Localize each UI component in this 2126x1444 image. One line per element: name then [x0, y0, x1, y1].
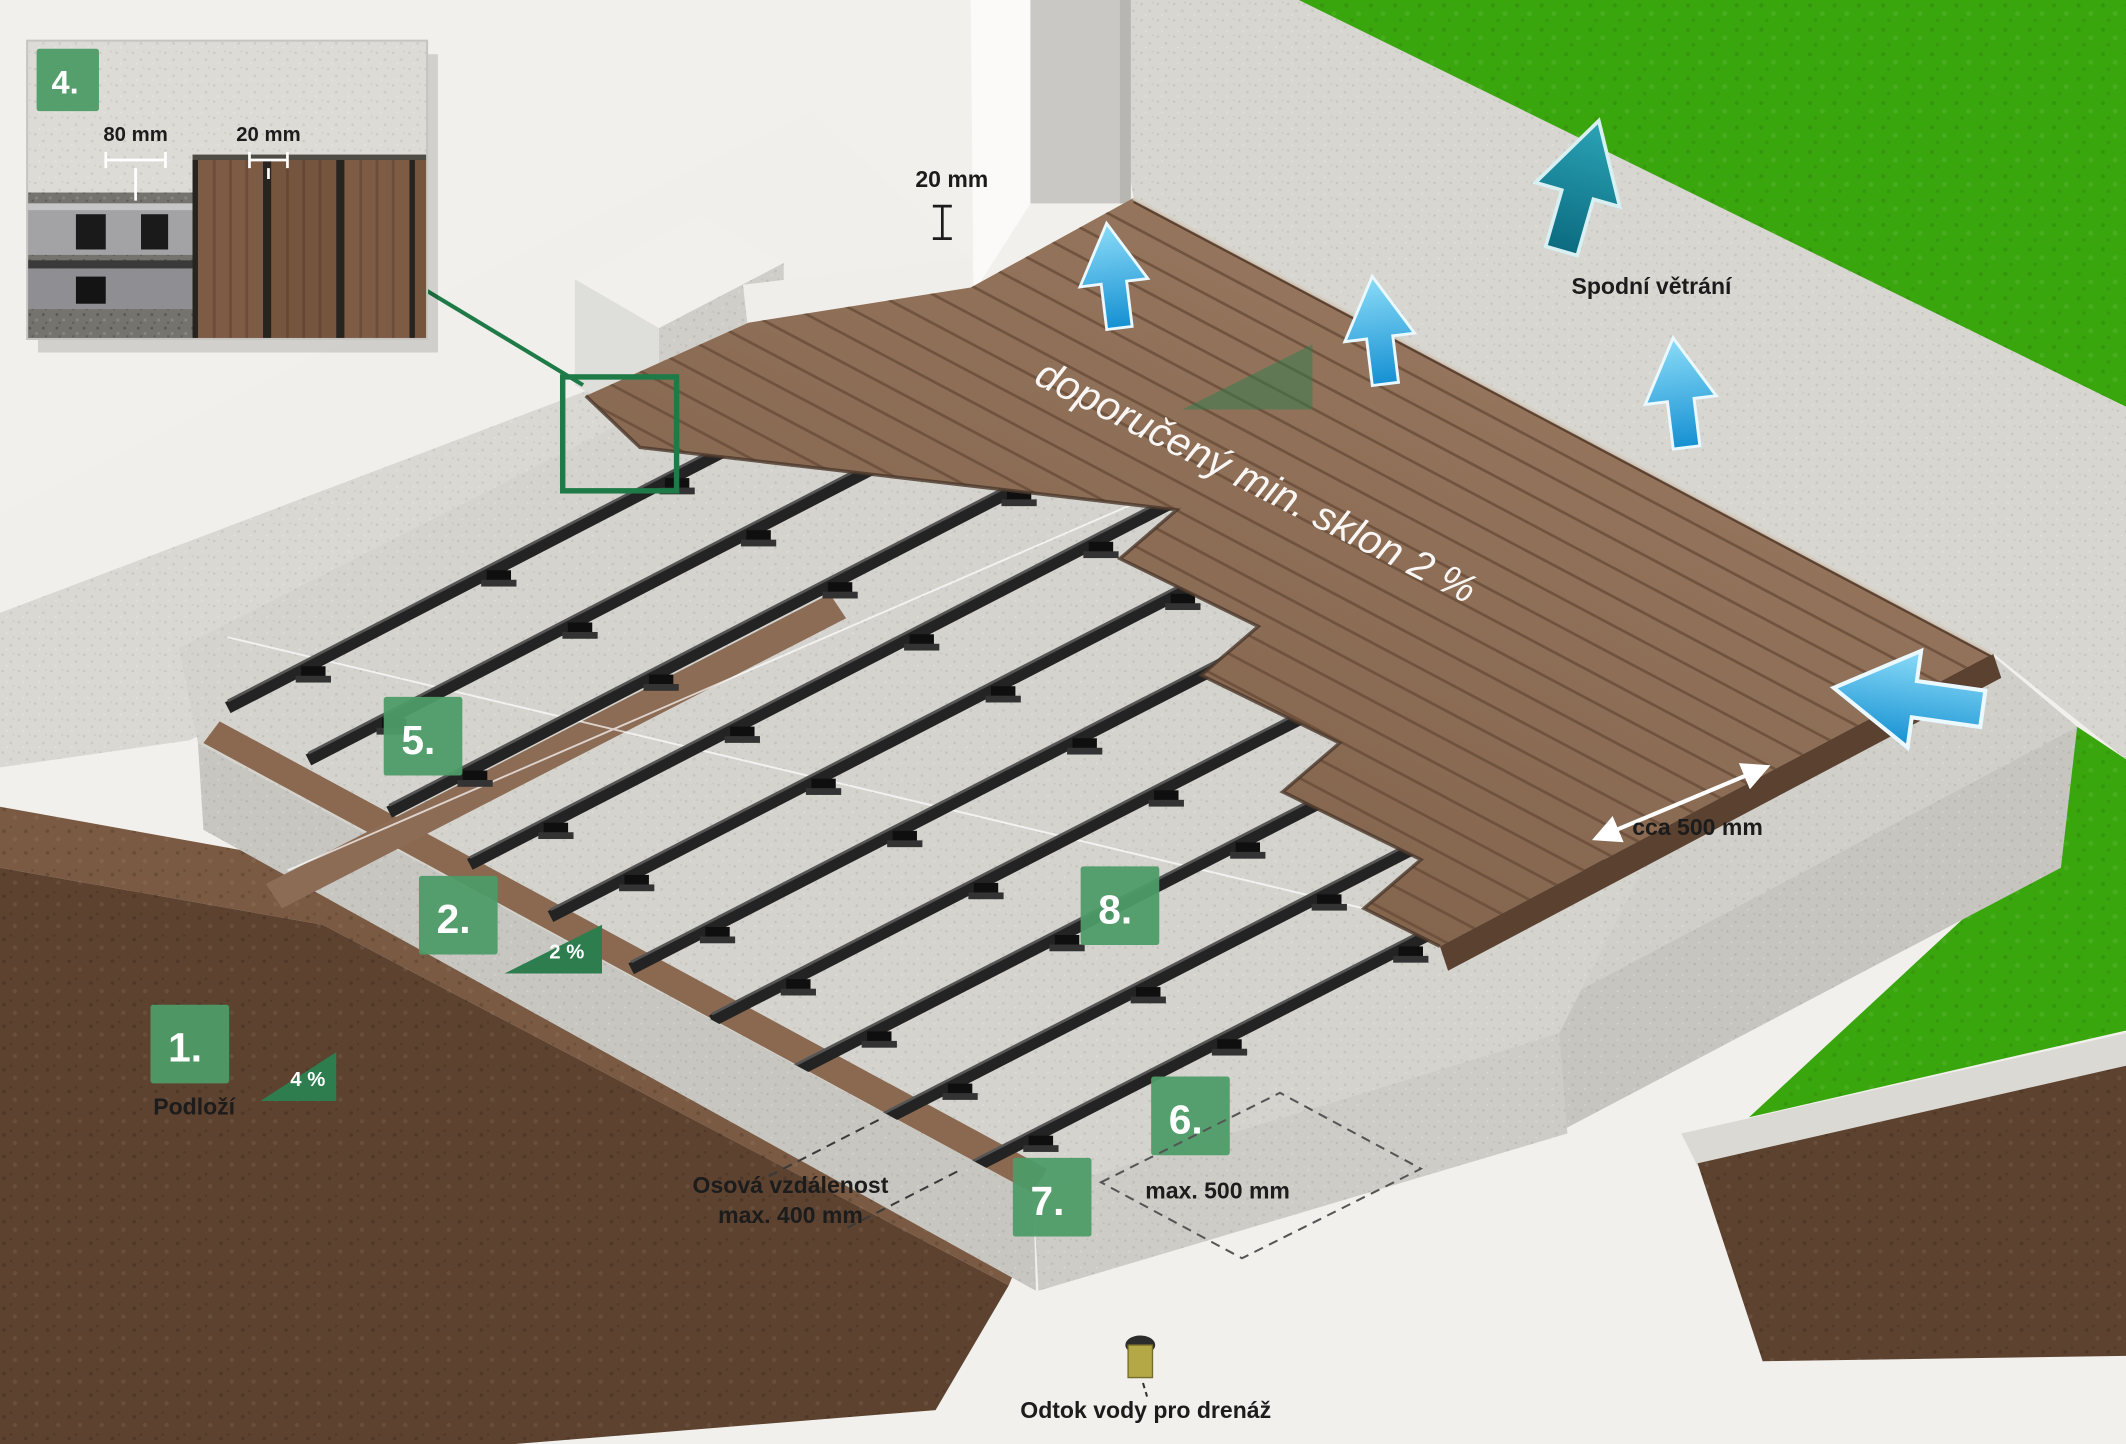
inset-leader-line — [424, 288, 585, 387]
concrete-tier-lower — [1523, 726, 2078, 1139]
drain-annotation: Odtok vody pro drenáž — [1020, 1335, 1271, 1423]
walkway — [1122, 0, 2126, 760]
step-badge-2: 2. — [418, 875, 498, 955]
cca500-label: cca 500 mm — [1632, 814, 1763, 840]
green-highlight-square — [559, 374, 680, 494]
grass-lower — [1749, 726, 2126, 1118]
soil-right — [1697, 1065, 2126, 1362]
axial-distance-label-1: Osová vzdálenost — [693, 1172, 889, 1198]
gap-20mm-mark — [932, 204, 952, 240]
max500-dashed-grid — [1098, 1091, 1424, 1260]
drain-label: Odtok vody pro drenáž — [1020, 1397, 1271, 1423]
svg-text:8.: 8. — [1098, 886, 1132, 932]
svg-text:6.: 6. — [1169, 1097, 1203, 1143]
dim-20mm-label: 20 mm — [236, 124, 300, 146]
max500-label: max. 500 mm — [1145, 1178, 1290, 1204]
gap-20mm-label: 20 mm — [915, 166, 988, 192]
dim-80mm-label: 80 mm — [103, 124, 167, 146]
dim-80mm-mark — [104, 151, 167, 201]
max500-annotation: max. 500 mm — [1098, 1091, 1424, 1260]
axial-distance-label-2: max. 400 mm — [718, 1202, 863, 1228]
step-badge-4: 4. — [36, 48, 99, 112]
deck-edge-profile — [1132, 196, 1995, 656]
svg-text:7.: 7. — [1030, 1178, 1064, 1224]
deck-edge-shadow — [1133, 201, 1994, 659]
axial-distance-annotation: Osová vzdálenost max. 400 mm — [693, 1119, 958, 1230]
step-badge-5: 5. — [383, 696, 463, 776]
axial-extension-lines — [766, 1119, 958, 1230]
ventilation-label: Spodní větrání — [1571, 273, 1733, 299]
step-badge-8: 8. — [1080, 866, 1160, 946]
svg-text:1.: 1. — [168, 1025, 202, 1071]
inset-dimension-20mm: 20 mm — [236, 124, 301, 179]
dim-20mm-mark — [248, 151, 289, 179]
loose-deck-board — [265, 593, 847, 909]
svg-text:4.: 4. — [52, 65, 79, 101]
slope-indicator-2pct: 2 % — [504, 924, 603, 974]
svg-text:2.: 2. — [437, 896, 471, 942]
kerb-edge — [1681, 1033, 2126, 1167]
drain-leader — [1142, 1382, 1149, 1397]
cca500-arrow — [1591, 763, 1771, 843]
inset-alu-profiles — [27, 203, 193, 310]
slope-4pct-label: 4 % — [290, 1069, 325, 1091]
soil-left — [0, 806, 1034, 1444]
inset-detail-panel: 80 mm 20 mm 4. — [26, 39, 438, 353]
step-badge-1: 1. — [150, 1004, 230, 1084]
pad-front-faces — [197, 743, 1568, 1291]
dimension-cca500: cca 500 mm — [1591, 763, 1771, 843]
inset-deck-boards — [192, 154, 428, 339]
step-badge-7: 7. — [1012, 1157, 1092, 1237]
dimension-gap-20mm: 20 mm — [915, 166, 988, 240]
svg-text:5.: 5. — [401, 717, 435, 763]
deck-cut-edge — [584, 394, 1441, 948]
slope-2pct-label: 2 % — [549, 942, 584, 964]
step-badge-6: 6. — [1151, 1076, 1230, 1156]
drain-pipe — [1127, 1344, 1154, 1379]
inset-border — [26, 39, 429, 340]
inset-dimension-80mm: 80 mm — [103, 124, 168, 201]
subsoil-label: Podloží — [153, 1094, 236, 1120]
